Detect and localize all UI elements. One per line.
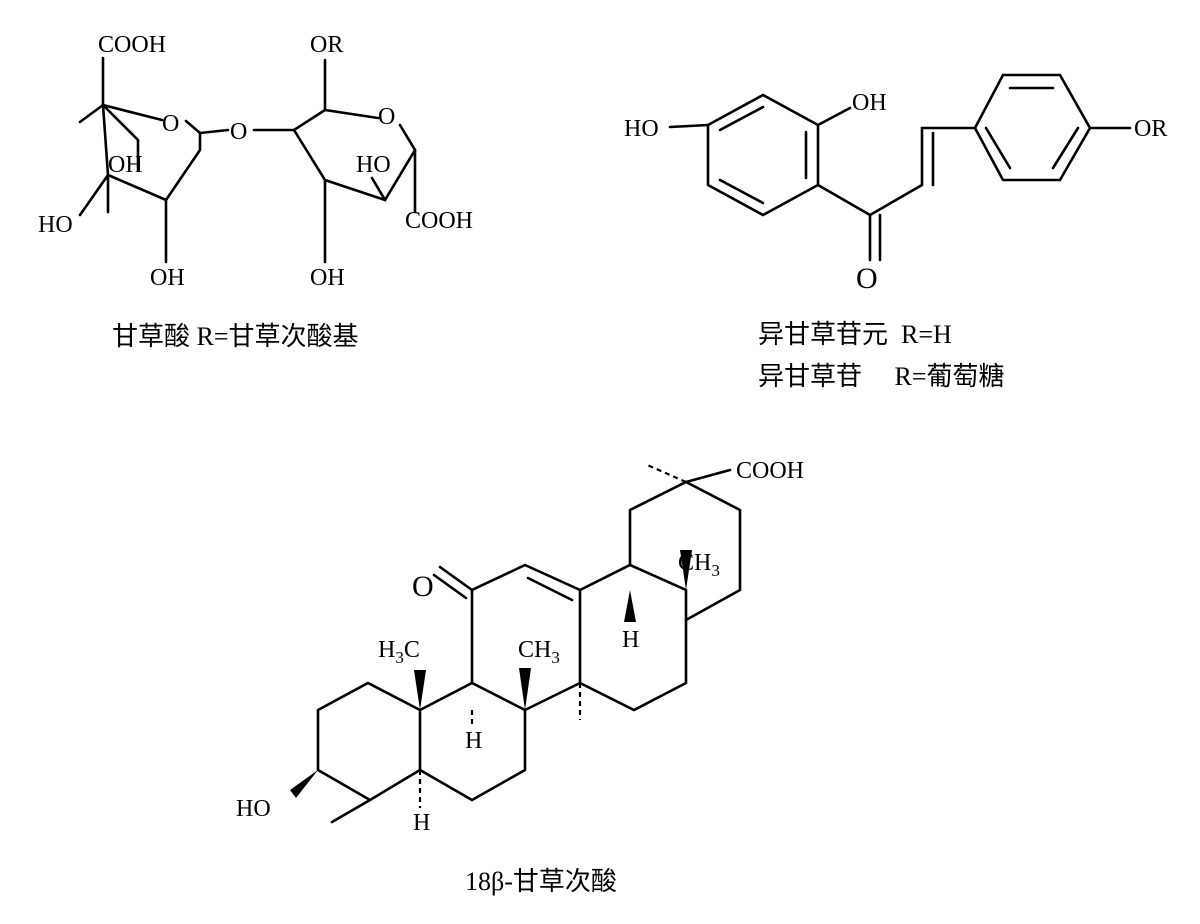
glycyrrhizic-oh-left-bottom-label: OH [150,265,185,291]
glycyrrhetinic-ch3-mid-label: CH3 [518,637,560,667]
glycyrrhetinic-acid-caption: 18β-甘草次酸 [465,867,617,896]
glycyrrhizic-acid-caption: 甘草酸 R=甘草次酸基 [112,322,359,351]
isoliquiritin-oh-label: OH [852,90,887,116]
glycyrrhizic-oh-right-bottom-label: OH [310,265,345,291]
glycyrrhizic-ho-right-inner-label: HO [356,152,391,178]
glycyrrhizic-cooh-top-label: COOH [98,32,166,58]
glycyrrhizic-acid-structure: COOH OR O O O OH HO OH HO COOH OH 甘草酸 R=… [38,32,473,351]
glycyrrhizic-ho-left-outer-label: HO [38,212,73,238]
glycyrrhetinic-h-mid-label: H [465,728,482,754]
isoliquiritigenin-caption: 异甘草苷元 R=H [758,320,952,349]
glycyrrhetinic-carbonyl-o-label: O [412,570,434,603]
isoliquiritin-caption: 异甘草苷 R=葡萄糖 [758,362,1005,391]
glycyrrhetinic-h3c-left-label: H3C [378,637,420,667]
glycyrrhetinic-stereo-bonds [290,462,692,808]
glycyrrhizic-acid-bonds [78,56,417,264]
isoliquiritin-ho-label: HO [624,116,659,142]
isoliquiritin-structure: HO OH OR O 异甘草苷元 R=H 异甘草苷 R=葡萄糖 [624,73,1167,391]
glycyrrhizic-oh-left-inner-label: OH [108,152,143,178]
glycyrrhizic-or-label: OR [310,32,343,58]
isoliquiritin-or-label: OR [1134,116,1167,142]
isoliquiritin-bonds [668,73,1132,262]
glycyrrhetinic-cooh-label: COOH [736,458,804,484]
glycyrrhetinic-h-bottom-label: H [413,810,430,836]
glycyrrhizic-ring-o-left-label: O [162,111,179,137]
glycyrrhetinic-ch3-right-label: CH3 [678,550,720,580]
glycyrrhizic-cooh-right-label: COOH [405,208,473,234]
glycyrrhetinic-ho-label: HO [236,796,271,822]
glycyrrhetinic-acid-structure: COOH CH3 H O H3C CH3 H HO H 18β-甘草次酸 [236,458,804,896]
isoliquiritin-carbonyl-o-label: O [856,262,878,295]
glycyrrhetinic-h-right-label: H [622,627,639,653]
glycyrrhizic-bridge-o-label: O [230,119,247,145]
glycyrrhizic-ring-o-right-label: O [378,104,395,130]
